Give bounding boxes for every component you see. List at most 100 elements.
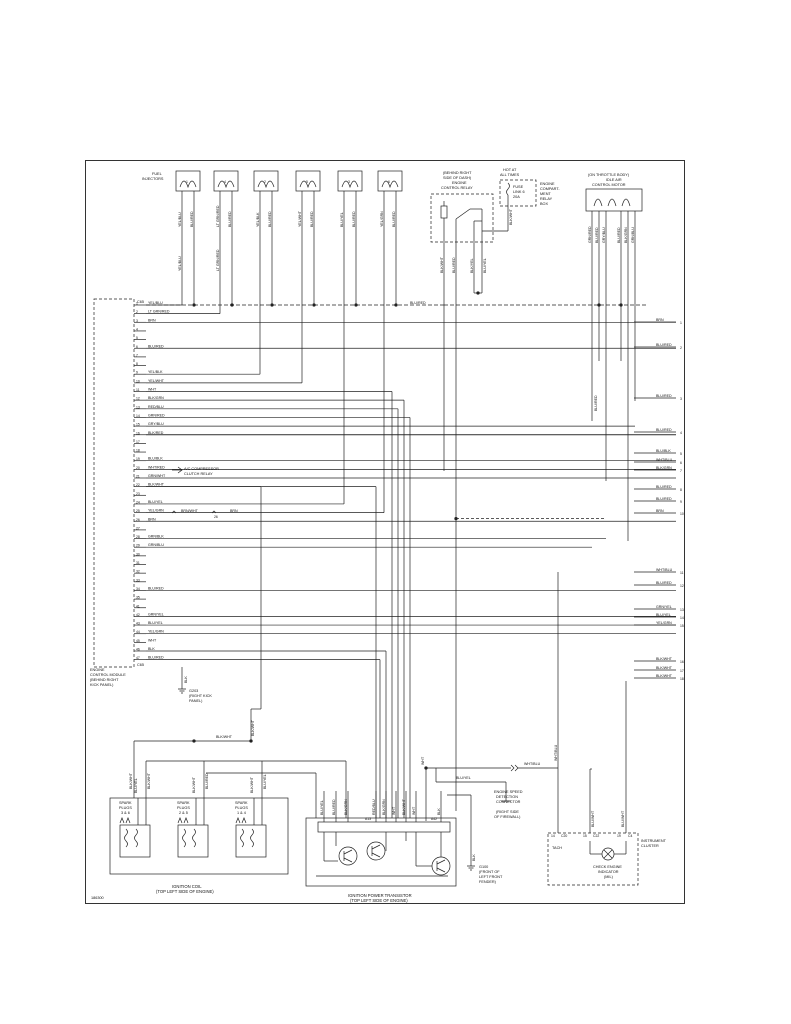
fuse-box-outline bbox=[499, 179, 537, 207]
coil-bus-label: BLK/WHT bbox=[216, 735, 233, 739]
spark-plug-label: SPARK bbox=[235, 801, 248, 805]
coil-winding-box bbox=[119, 824, 151, 858]
spark-plug-wire-a: BLK/WHT bbox=[250, 776, 254, 793]
g203-line-1: G203 bbox=[189, 689, 198, 693]
ecm-pin-number: 33 bbox=[136, 578, 140, 582]
ecm-pin-number: 5 bbox=[136, 336, 138, 340]
ecm-pin-wire-label: BLU/RED bbox=[148, 344, 164, 348]
speed-conn-line-3: CONNECTOR bbox=[496, 800, 521, 804]
spark-plug-label: SPARK bbox=[177, 801, 190, 805]
diagram-id: 186300 bbox=[91, 896, 104, 900]
transistor-emitter bbox=[371, 852, 381, 858]
tach-whtblu-label: WHT/BLU bbox=[524, 762, 541, 766]
cluster-pin-6: C4 bbox=[628, 834, 632, 838]
coil-winding-icon bbox=[134, 828, 138, 848]
fuse-box-line-4: RELAY bbox=[540, 197, 553, 201]
relay-wire-1: BLK/WHT bbox=[440, 256, 444, 273]
coil-top-label: BLK/WHT bbox=[251, 719, 255, 736]
transistor-symbols bbox=[316, 832, 451, 877]
spark-plug-wire-b: BLU/RED bbox=[205, 773, 209, 789]
injector-wire-b-label: BLU/RED bbox=[228, 211, 232, 227]
right-output-number: 4 bbox=[680, 431, 682, 435]
transistor-emitter bbox=[436, 867, 446, 873]
right-output-number: 15 bbox=[680, 624, 684, 628]
ecm-pin-number: 42 bbox=[136, 613, 140, 617]
injector-number: 5 bbox=[306, 180, 308, 184]
ecm-pin-wire-label: BLU/YEL bbox=[148, 621, 163, 625]
ecm-pin-wire-label: BLK/RED bbox=[148, 431, 164, 435]
idle-wire-label: GRN/RED bbox=[588, 226, 592, 243]
injector-wire-b-label: BLU/RED bbox=[310, 211, 314, 227]
ecm-pin-wire-label: BLU/BLK bbox=[148, 457, 163, 461]
g203-line-2: (RIGHT KICK bbox=[189, 694, 212, 698]
injector-wire-b-label: BLU/RED bbox=[352, 211, 356, 227]
speed-conn-line-5: OF FIREWALL) bbox=[494, 815, 521, 819]
relay-title-line-4: CONTROL RELAY bbox=[441, 186, 473, 190]
relay-outline bbox=[430, 193, 494, 243]
mil-line-3: (MIL) bbox=[604, 875, 614, 879]
ecm-pin-wire-label: BRN bbox=[148, 318, 156, 322]
ecm-label-line-1: ENGINE bbox=[90, 668, 105, 672]
ignition-coil-outline bbox=[109, 797, 289, 875]
relay-wire-3: BLK/YEL bbox=[470, 258, 474, 273]
fuse-link-symbol bbox=[506, 182, 510, 196]
spark-plug-label: PLUGS bbox=[235, 806, 248, 810]
idle-long-label: BLU/RED bbox=[594, 395, 598, 411]
ecm-pin-number: 15 bbox=[136, 423, 140, 427]
spark-plug-label: 1 & 4 bbox=[237, 811, 246, 815]
injector-wire-b-label: BLU/RED bbox=[190, 211, 194, 227]
right-output-label: BLU/RED bbox=[656, 428, 672, 432]
coil-winding-icon bbox=[124, 828, 128, 848]
spark-plug-label: PLUGS bbox=[119, 806, 132, 810]
ecm-pin-wire-label: WHT/RED bbox=[148, 465, 165, 469]
transistor-collector bbox=[371, 844, 381, 850]
transistor-collector bbox=[436, 859, 446, 865]
instrument-cluster: WHT/BLU BLU/WHT BLU/WHT 14 C20 15 C22 19… bbox=[547, 572, 667, 886]
ecm-pin-number: 2 bbox=[136, 310, 138, 314]
injector-coil-icon bbox=[179, 180, 197, 189]
injectors-title-line-1: FUEL bbox=[152, 172, 162, 176]
ecm-pin-number: 4 bbox=[136, 327, 138, 331]
idle-wire-label: BLU/RED bbox=[617, 227, 621, 243]
ecm-pin-number: 20 bbox=[136, 466, 140, 470]
transistor-connector bbox=[317, 821, 451, 833]
ecm-pin-number: 17 bbox=[136, 440, 140, 444]
right-output-label: BLU/RED bbox=[656, 581, 672, 585]
ecm-pin-wire-label: BLK/WHT bbox=[148, 483, 165, 487]
ecm-pin-number: 28 bbox=[136, 535, 140, 539]
fuse-link-line-2: LINK 6 bbox=[513, 190, 525, 194]
ecm-label-line-3: (BEHIND RIGHT bbox=[90, 678, 119, 682]
fuse-box-line-2: COMPART- bbox=[540, 187, 560, 191]
coil-winding-icon bbox=[240, 828, 244, 848]
transistor-wire-label: WHT bbox=[392, 806, 396, 815]
injector-wire-a-label: YEL/BLK bbox=[256, 212, 260, 227]
coil-winding-box bbox=[177, 824, 209, 858]
ground-symbol-icon bbox=[178, 688, 186, 694]
ecm-pin-number: 16 bbox=[136, 431, 140, 435]
transistor-wire-label: BLU/RED bbox=[332, 799, 336, 815]
ecm-pin-wire-label: BLU/RED bbox=[148, 586, 164, 590]
ecm-outline bbox=[93, 298, 135, 668]
injector-wire-a-label: YEL/WHT bbox=[298, 210, 302, 227]
transistor-wire-label: WHT bbox=[412, 806, 416, 815]
ecm-pin-wire-label: BRN bbox=[148, 517, 156, 521]
injector-number: 2 bbox=[264, 180, 266, 184]
spark-plug-label: 2 & 5 bbox=[179, 811, 188, 815]
brn-splice-right: BRN bbox=[230, 509, 238, 513]
ac-relay-line-2: CLUTCH RELAY bbox=[184, 472, 213, 476]
injector-number: 3 bbox=[348, 180, 350, 184]
right-output-label: BLU/RED bbox=[656, 394, 672, 398]
cluster-wire-3: BLU/WHT bbox=[621, 810, 625, 827]
right-output-number: 11 bbox=[680, 571, 684, 575]
spark-plug-label: PLUGS bbox=[177, 806, 190, 810]
ecm-pin-number: 12 bbox=[136, 397, 140, 401]
transistor-conn-b: A42 bbox=[431, 817, 437, 821]
ac-compressor-clutch-relay: A/C COMPRESSOR CLUTCH RELAY bbox=[172, 466, 219, 476]
speed-conn-line-4: (RIGHT SIDE bbox=[496, 810, 519, 814]
